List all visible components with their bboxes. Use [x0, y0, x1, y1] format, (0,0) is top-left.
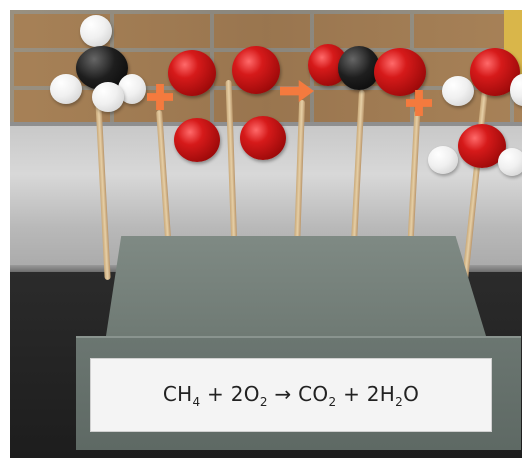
oxygen-molecule-1-top — [168, 50, 216, 96]
water-1-hydrogen-left — [442, 76, 474, 106]
oxygen-molecule-2-bottom — [240, 116, 286, 160]
display-box-top — [106, 236, 486, 336]
photo: CH4 + 2O2 → CO2 + 2H2O — [10, 10, 522, 458]
water-2-hydrogen-left — [428, 146, 458, 174]
equation-label: CH4 + 2O2 → CO2 + 2H2O — [90, 358, 492, 432]
methane-hydrogen-front — [92, 82, 124, 112]
plus-operator: + — [200, 381, 231, 406]
water-2-hydrogen-right — [498, 148, 522, 176]
reactant-methane-subscript: 4 — [192, 394, 201, 409]
yields-arrow: → — [267, 381, 299, 406]
chemical-equation: CH4 + 2O2 → CO2 + 2H2O — [163, 382, 419, 409]
methane-hydrogen-left — [50, 74, 82, 104]
plus-operator: + — [336, 381, 367, 406]
water-1-hydrogen-right — [510, 74, 522, 106]
product-carbon-dioxide: CO — [298, 381, 329, 406]
product-water-subscript: 2 — [395, 394, 404, 409]
co2-carbon — [338, 46, 380, 90]
product-water-hydrogen: 2H — [366, 381, 396, 406]
product-carbon-dioxide-subscript: 2 — [328, 394, 337, 409]
oxygen-molecule-1-bottom — [174, 118, 220, 162]
reactant-methane: CH — [162, 381, 193, 406]
co2-oxygen-right — [374, 48, 426, 96]
reactant-oxygen: 2O — [230, 381, 260, 406]
methane-hydrogen-top — [80, 15, 112, 47]
oxygen-molecule-2-top — [232, 46, 280, 94]
product-water-oxygen: O — [403, 381, 420, 406]
reactant-oxygen-subscript: 2 — [259, 394, 268, 409]
